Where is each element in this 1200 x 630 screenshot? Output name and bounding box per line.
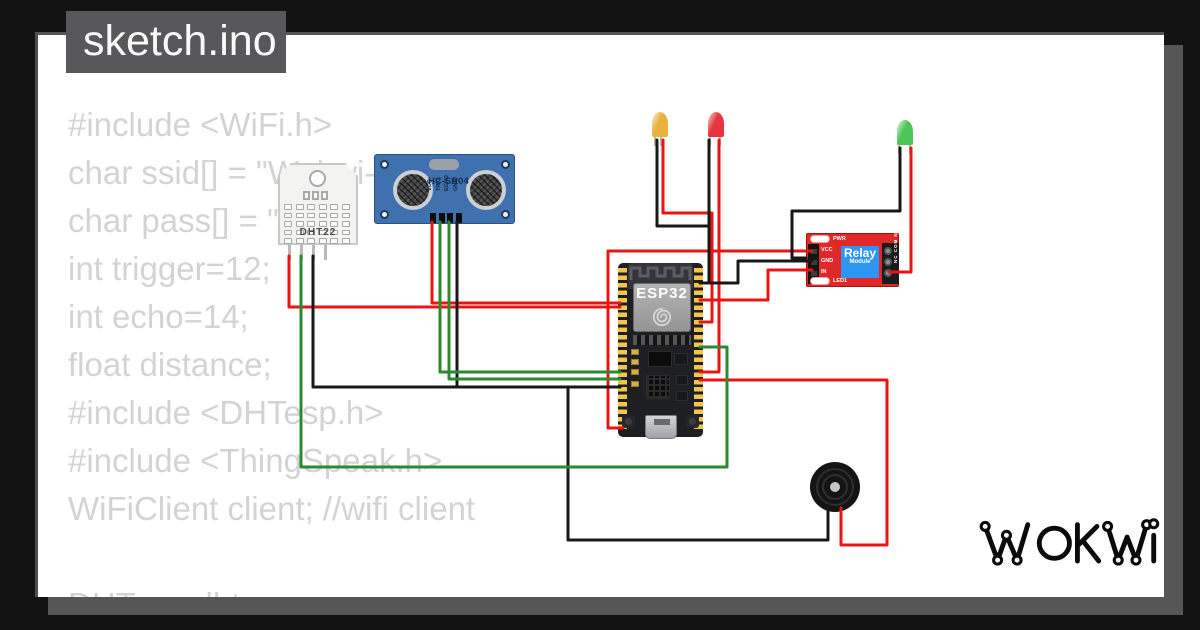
esp32-capacitor: [631, 381, 639, 387]
led-cathode-leg[interactable]: [898, 145, 900, 154]
hcsr04-pin-label: TRIG: [435, 177, 442, 191]
hcsr04-transducer-right: [466, 170, 506, 210]
code-line: #include <ThingSpeak.h>: [68, 442, 443, 479]
dht22-label: DHT22: [299, 227, 337, 238]
esp32-sot-chip: [676, 391, 688, 401]
esp32-usb-connector[interactable]: [645, 415, 677, 439]
canvas-top-edge: [35, 32, 1164, 35]
led-highlight: [897, 120, 913, 145]
code-line: char pass[] = "";: [68, 202, 300, 239]
hcsr04-pin-label: VCC: [427, 179, 433, 191]
green-led[interactable]: [895, 120, 915, 156]
esp32-shield: ESP32: [633, 283, 691, 332]
esp32-boot-button[interactable]: [686, 415, 699, 428]
sketch-file-name: sketch.ino: [83, 17, 277, 65]
esp32-sot-chip: [674, 353, 688, 365]
relay-body: Relay Module: [841, 246, 879, 278]
relay-pwr-led: [810, 235, 830, 243]
code-line: int echo=14;: [68, 298, 249, 335]
hcsr04-sensor[interactable]: HC-SR04 VCC TRIG ECHO GND: [374, 154, 515, 224]
hcsr04-mount-hole: [380, 160, 389, 169]
espressif-spiral-icon: [652, 307, 672, 327]
code-line: WiFiClient client; //wifi client: [68, 490, 476, 527]
led-anode-leg[interactable]: [719, 137, 721, 146]
led-anode-leg[interactable]: [660, 137, 662, 146]
esp32-board[interactable]: ESP32: [618, 263, 703, 439]
hcsr04-mount-hole: [501, 160, 510, 169]
sketch-file-tab[interactable]: sketch.ino: [66, 11, 286, 73]
relay-screw-com[interactable]: [884, 258, 892, 266]
led-highlight: [708, 112, 724, 137]
yellow-led[interactable]: [650, 112, 670, 148]
relay-screw-nc[interactable]: [884, 247, 892, 255]
buzzer[interactable]: [810, 462, 860, 518]
esp32-en-button[interactable]: [622, 415, 635, 428]
dht22-pin[interactable]: [287, 245, 291, 260]
relay-pin-label-vcc: VCC: [821, 247, 833, 253]
code-line: #include <WiFi.h>: [68, 106, 333, 143]
dht22-pin[interactable]: [323, 245, 327, 260]
red-led[interactable]: [706, 112, 726, 148]
led-cathode-leg[interactable]: [654, 137, 656, 146]
code-line: float distance;: [68, 346, 272, 383]
esp32-capacitor: [631, 369, 639, 375]
esp32-components-row: [633, 335, 691, 345]
esp32-capacitor: [631, 349, 639, 355]
hcsr04-mount-hole: [380, 210, 389, 219]
relay-module[interactable]: PWR VCC GND IN Relay Module NC COM NO LE…: [806, 228, 899, 287]
code-line: #include <DHTesp.h>: [68, 394, 384, 431]
esp32-capacitor: [631, 359, 639, 365]
dht22-sensor[interactable]: DHT22: [278, 163, 358, 261]
esp32-pin-header-left[interactable]: [618, 268, 627, 432]
wokwi-logo: [978, 514, 1160, 574]
hcsr04-pin-echo[interactable]: [447, 213, 453, 223]
esp32-label: ESP32: [636, 285, 688, 302]
hcsr04-pin-vcc[interactable]: [430, 213, 436, 223]
code-background: #include <WiFi.h>char ssid[] = "Wokwi-GU…: [35, 32, 1164, 597]
hcsr04-mount-hole: [501, 210, 510, 219]
led-highlight: [652, 112, 668, 137]
relay-pin-label-gnd: GND: [821, 258, 834, 264]
dht22-pin[interactable]: [311, 245, 315, 260]
hcsr04-pin-gnd[interactable]: [455, 213, 462, 223]
hcsr04-transducer-left: [393, 170, 433, 210]
hcsr04-label: HC-SR04: [428, 176, 469, 187]
circuit-canvas: #include <WiFi.h>char ssid[] = "Wokwi-GU…: [35, 32, 1164, 597]
relay-pin-label-in: IN: [821, 269, 827, 275]
relay-subtitle: Module: [849, 259, 871, 265]
hcsr04-pin-label: GND: [452, 178, 459, 191]
esp32-regulator-chip: [648, 351, 672, 367]
relay-pwr-label: PWR: [833, 236, 846, 242]
esp32-usb-uart-chip: [646, 375, 670, 399]
canvas-left-edge: [35, 32, 38, 597]
hcsr04-crystal: [429, 159, 459, 170]
esp32-sot-chip: [676, 375, 688, 385]
relay-screw-no[interactable]: [884, 269, 892, 277]
buzzer-leg[interactable]: [827, 510, 829, 518]
buzzer-leg[interactable]: [840, 510, 842, 518]
buzzer-center: [830, 482, 840, 492]
code-line: int trigger=12;: [68, 250, 271, 287]
hcsr04-pin-trig[interactable]: [438, 213, 445, 223]
code-line: DHTesp dht;: [68, 586, 250, 597]
wokwi-logo-icon: [979, 518, 1160, 566]
dht22-grille: [284, 204, 350, 244]
relay-terminal-labels: NC COM NO: [893, 227, 898, 263]
led-cathode-leg[interactable]: [709, 137, 711, 146]
dht22-vents: [303, 191, 328, 200]
dht22-pin[interactable]: [299, 245, 303, 260]
esp32-pin-header-right[interactable]: [694, 268, 703, 432]
relay-led1-label: LED1: [833, 278, 848, 284]
relay-led1: [810, 277, 830, 285]
dht22-mount-hole: [309, 170, 326, 187]
hcsr04-pin-label: ECHO: [444, 175, 450, 191]
led-anode-leg[interactable]: [909, 145, 911, 154]
